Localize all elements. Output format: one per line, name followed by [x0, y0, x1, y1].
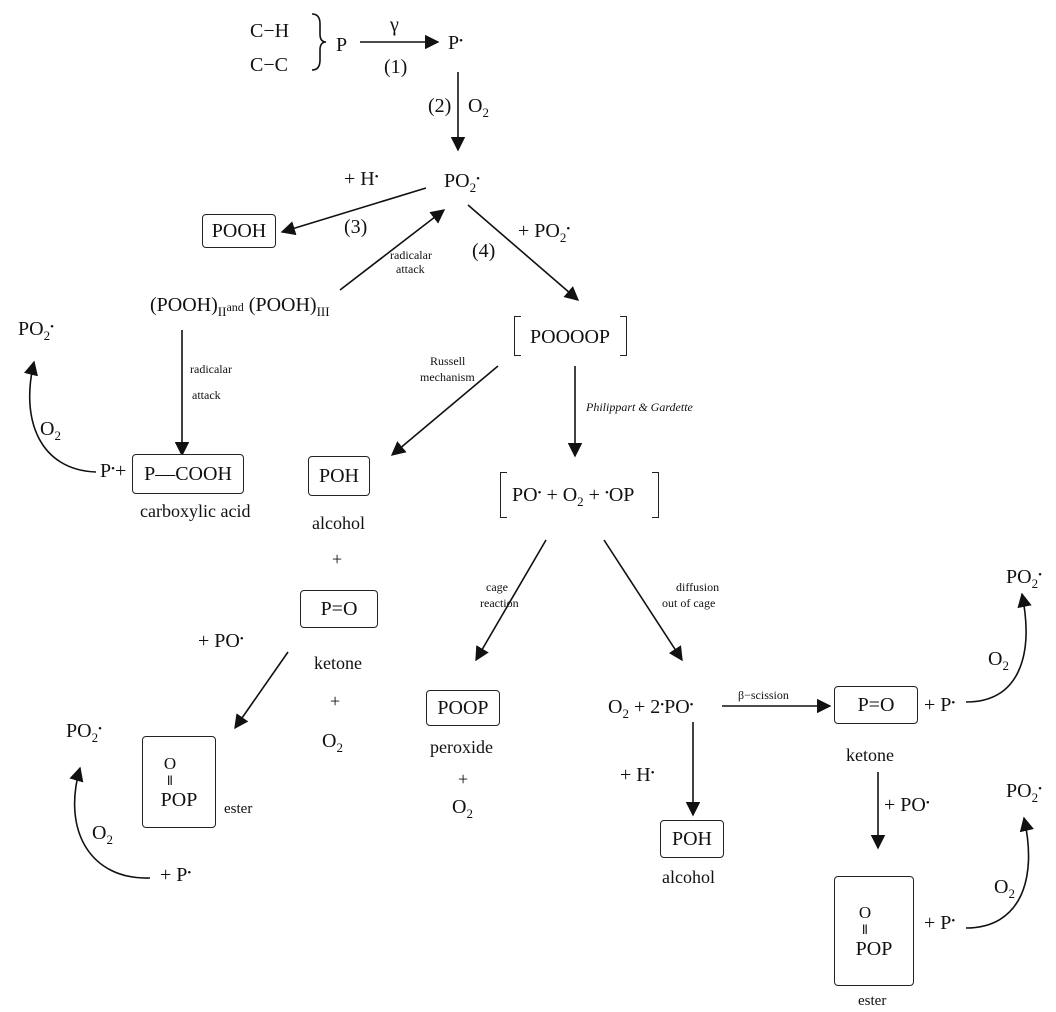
diffusion-label-1: diffusion — [676, 580, 720, 594]
arrow-curve-left-top — [23, 360, 97, 473]
arrow-curve-right-bottom — [965, 816, 1034, 929]
russell-2: mechanism — [420, 370, 475, 384]
philippart-label: Philippart & Gardette — [586, 400, 693, 414]
ester-label-left: ester — [224, 801, 253, 817]
p-radical-left: P•+ — [100, 460, 127, 482]
pooh-box: POOH — [202, 214, 276, 248]
plus-po-right: + PO• — [884, 794, 930, 816]
carboxylic-acid-box: P—COOH — [132, 454, 244, 494]
plus-cage: + — [458, 769, 469, 789]
alcohol-label: alcohol — [312, 513, 365, 533]
bracket-right — [620, 316, 627, 356]
o2-cage: O2 — [452, 796, 473, 821]
arrow-curve-right-top — [965, 592, 1032, 703]
cage-label-2: reaction — [480, 596, 519, 610]
poop-box: POOP — [426, 690, 500, 726]
po2-right-top: PO2• — [1006, 566, 1042, 591]
arrow-russell — [390, 365, 499, 456]
poh-box-right: POH — [660, 820, 724, 858]
o2-russell: O2 — [322, 730, 343, 755]
step4-label: (4) — [472, 240, 496, 262]
radical-attack-left-1: radicalar — [190, 362, 232, 376]
ketone-label-left: ketone — [314, 653, 362, 673]
polymer-p: P — [336, 34, 348, 56]
arrow-to-ester-left — [234, 651, 289, 730]
ch-bond: C−H — [250, 20, 290, 42]
ester-label-right: ester — [858, 993, 887, 1009]
cage-bracket-left — [500, 472, 507, 518]
ketone-box-right: P=O — [834, 686, 918, 724]
plus-p-left: + P• — [160, 864, 192, 886]
o2-right-bottom: O2 — [994, 876, 1015, 901]
arrow-step3 — [280, 187, 427, 236]
o2-left-top: O2 — [40, 418, 61, 443]
po2-radical: PO2• — [444, 170, 480, 195]
carboxylic-acid-label: carboxylic acid — [140, 501, 251, 521]
brace — [311, 13, 327, 71]
peroxide-label: peroxide — [430, 737, 493, 757]
step2-o2: O2 — [468, 95, 489, 120]
step1-label: (1) — [384, 56, 408, 78]
arrow-step4 — [467, 204, 580, 301]
plus-p-right-top: + P• — [924, 694, 956, 716]
russell-1: Russell — [430, 354, 466, 368]
radical-attack-left-2: attack — [192, 388, 221, 402]
step2-label: (2) — [428, 95, 452, 117]
o2-2po: O2 + 2•PO• — [608, 696, 694, 721]
radical-attack-top-2: attack — [396, 262, 425, 276]
tetroxide: POOOOP — [530, 326, 611, 348]
cage-pair: PO• + O2 + •OP — [512, 484, 635, 509]
step4-plus-po2: + PO2• — [518, 220, 571, 245]
pooh-isomers: (POOH)IIand (POOH)III — [150, 294, 330, 319]
ketone-label-right: ketone — [846, 745, 894, 765]
plus-p-right-bottom: + P• — [924, 912, 956, 934]
p-radical: P• — [448, 32, 463, 54]
radical-attack-top-1: radicalar — [390, 248, 432, 262]
step3-label: (3) — [344, 216, 368, 238]
plus-2: + — [330, 691, 341, 711]
beta-scission-label: β−scission — [738, 688, 789, 702]
arrow-curve-left-bottom — [69, 766, 151, 879]
arrow-radical-attack — [339, 209, 446, 291]
hplus-right: + H• — [620, 764, 655, 786]
arrow-diffusion — [603, 539, 683, 662]
gamma-label: γ — [390, 14, 399, 36]
ester-box-right: O‖POP — [834, 876, 914, 986]
plus-1: + — [332, 549, 343, 569]
cage-label-1: cage — [486, 580, 508, 594]
o2-left-bottom: O2 — [92, 822, 113, 847]
arrow-cage — [475, 539, 547, 662]
cc-bond: C−C — [250, 54, 288, 76]
po2-left-top: PO2• — [18, 318, 54, 343]
cage-bracket-right — [652, 472, 659, 518]
poh-box: POH — [308, 456, 370, 496]
po2-right-bottom: PO2• — [1006, 780, 1042, 805]
bracket-left — [514, 316, 521, 356]
diffusion-label-2: out of cage — [662, 596, 716, 610]
ester-box-left: O‖POP — [142, 736, 216, 828]
o2-right-top: O2 — [988, 648, 1009, 673]
ketone-box-left: P=O — [300, 590, 378, 628]
plus-po-left: + PO• — [198, 630, 244, 652]
po2-left-bottom: PO2• — [66, 720, 102, 745]
alcohol-label-right: alcohol — [662, 867, 715, 887]
step3-hplus: + H• — [344, 168, 379, 190]
